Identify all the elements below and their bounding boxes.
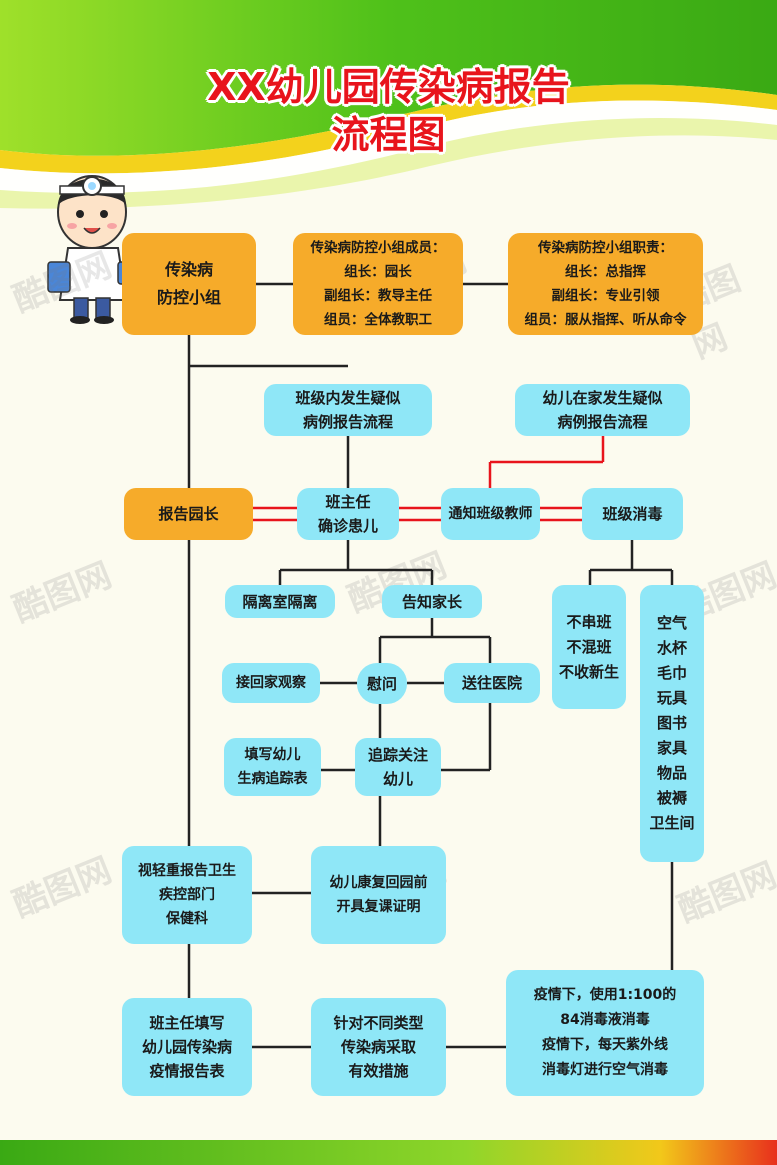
node-team-members: 传染病防控小组成员： 组长：园长 副组长：教导主任 组员：全体教职工	[293, 233, 463, 335]
node-report-health-dept: 视轻重报告卫生 疾控部门 保健科	[122, 846, 252, 944]
node-report-form: 班主任填写 幼儿园传染病 疫情报告表	[122, 998, 252, 1096]
node-isolation: 隔离室隔离	[225, 585, 335, 618]
node-disinfect-items: 空气 水杯 毛巾 玩具 图书 家具 物品 被褥 卫生间	[640, 585, 704, 862]
node-home-report-flow: 幼儿在家发生疑似 病例报告流程	[515, 384, 690, 436]
node-class-disinfect: 班级消毒	[582, 488, 683, 540]
node-console: 慰问	[357, 663, 407, 704]
node-effective-measures: 针对不同类型 传染病采取 有效措施	[311, 998, 446, 1096]
page-subtitle: 流程图	[331, 113, 446, 157]
top-yellow-wave	[0, 84, 777, 174]
node-inform-parents: 告知家长	[382, 585, 482, 618]
node-track-child: 追踪关注 幼儿	[355, 738, 441, 796]
node-teacher-confirm: 班主任 确诊患儿	[297, 488, 399, 540]
node-epidemic-disinfect: 疫情下，使用1:100的 84消毒液消毒 疫情下，每天紫外线 消毒灯进行空气消毒	[506, 970, 704, 1096]
page-title: XX幼儿园传染病报告	[207, 65, 570, 109]
node-team-duties: 传染病防控小组职责： 组长：总指挥 副组长：专业引领 组员：服从指挥、听从命令	[508, 233, 703, 335]
node-class-report-flow: 班级内发生疑似 病例报告流程	[264, 384, 432, 436]
node-recovery-certificate: 幼儿康复回园前 开具复课证明	[311, 846, 446, 944]
top-white-wave	[0, 100, 777, 194]
node-fill-table: 填写幼儿 生病追踪表	[224, 738, 321, 796]
node-prevention-team: 传染病 防控小组	[122, 233, 256, 335]
node-hospital: 送往医院	[444, 663, 540, 703]
node-report-director: 报告园长	[124, 488, 253, 540]
node-no-mixing: 不串班 不混班 不收新生	[552, 585, 626, 709]
bottom-gradient-bar	[0, 1140, 777, 1165]
top-light-green-wave	[0, 118, 777, 209]
top-green-wave	[0, 0, 777, 156]
node-notify-teacher: 通知班级教师	[441, 488, 540, 540]
node-home-observe: 接回家观察	[222, 663, 320, 703]
